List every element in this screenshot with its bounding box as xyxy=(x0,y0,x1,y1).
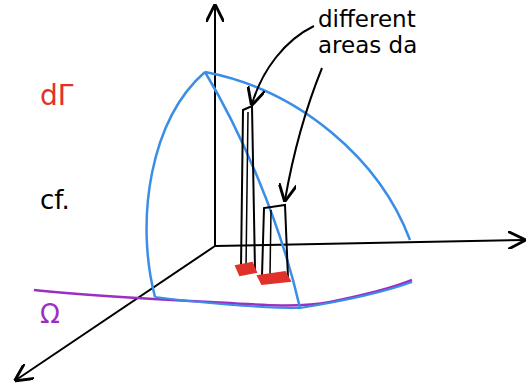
y-axis xyxy=(215,240,524,246)
z-axis xyxy=(214,6,216,246)
tall-column xyxy=(246,112,248,268)
element-symbol: dΓ xyxy=(40,80,73,112)
domain-curve xyxy=(34,280,412,305)
tall-column xyxy=(241,106,255,270)
dome-meridian xyxy=(205,72,410,240)
short-column xyxy=(262,205,288,278)
area-patch xyxy=(258,272,290,284)
short-column xyxy=(270,210,271,276)
x-axis xyxy=(16,246,215,380)
dome-base xyxy=(155,282,412,308)
area-patch xyxy=(236,263,256,275)
dome-meridian xyxy=(205,72,300,308)
callout-text: different areas da xyxy=(318,6,468,59)
compare-note: cf. xyxy=(40,186,70,216)
domain-symbol: Ω xyxy=(40,300,60,330)
leader-arrow xyxy=(252,26,314,104)
dome-meridian xyxy=(147,72,205,297)
leader-arrow xyxy=(285,68,322,200)
